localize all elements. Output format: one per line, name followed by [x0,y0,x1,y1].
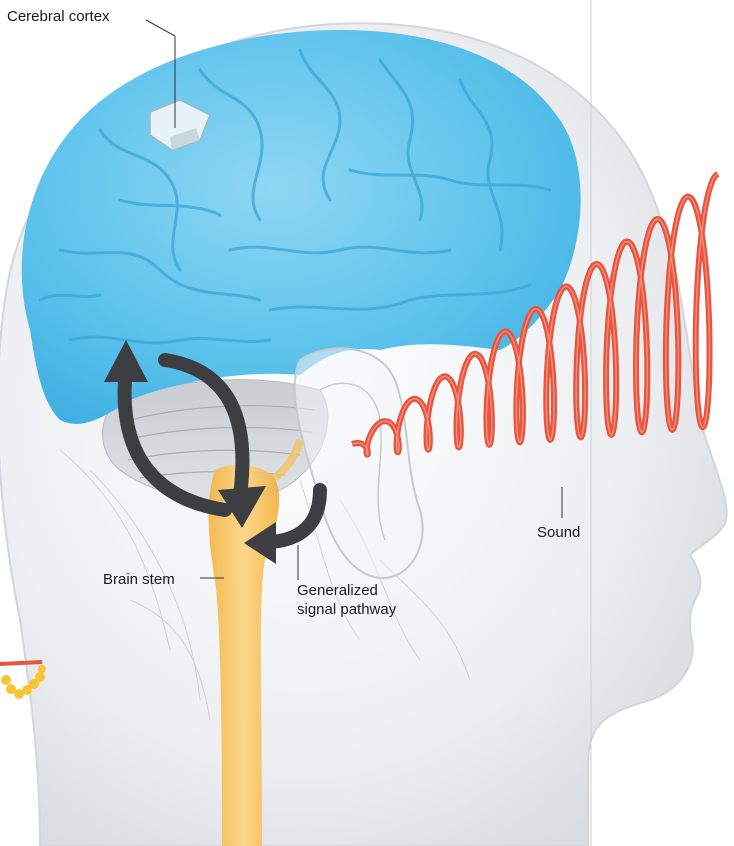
label-pathway-line1: Generalized [297,581,396,600]
label-cerebral-cortex: Cerebral cortex [7,7,110,26]
label-sound: Sound [537,523,580,542]
label-signal-pathway: Generalized signal pathway [297,581,396,619]
inset-red-line [0,662,42,664]
label-pathway-line2: signal pathway [297,600,396,619]
label-brain-stem: Brain stem [103,570,175,589]
